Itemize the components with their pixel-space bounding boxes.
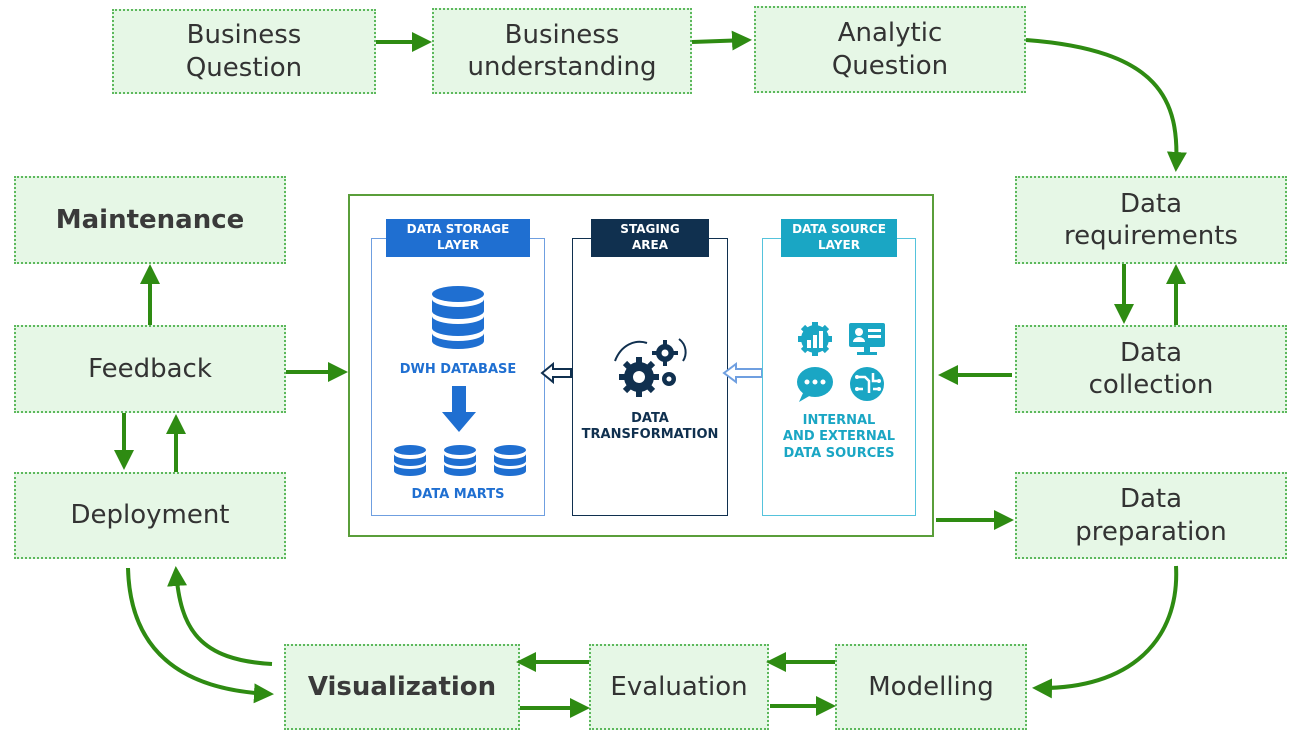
chat-bubble-icon xyxy=(797,367,833,402)
data-warehouse-panel: DATA STORAGE LAYER DWH DATABASE xyxy=(348,194,934,537)
hollow-left-arrow-icon-2 xyxy=(722,362,763,384)
maintenance-box: Maintenance xyxy=(14,176,286,264)
analytics-gear-icon xyxy=(798,322,832,356)
data-preparation-box: Data preparation xyxy=(1015,472,1287,559)
arrow-bu-aq xyxy=(691,30,752,51)
business-question-box: Business Question xyxy=(112,9,376,94)
arrow-dep-vis xyxy=(126,567,274,704)
business-understanding-box: Business understanding xyxy=(432,8,692,94)
deployment-box: Deployment xyxy=(14,472,286,559)
data-transformation-label: DATA TRANSFORMATION xyxy=(581,411,719,443)
feedback-box: Feedback xyxy=(14,325,286,413)
dwh-database-label: DWH DATABASE xyxy=(399,362,517,377)
internal-external-sources-label: INTERNAL AND EXTERNAL DATA SOURCES xyxy=(782,413,896,461)
arrow-aq-dr xyxy=(1025,38,1187,172)
arrow-dp-mod xyxy=(1032,565,1179,699)
storage-layer-header: DATA STORAGE LAYER xyxy=(386,219,530,257)
data-mart-icon xyxy=(394,445,526,476)
circuit-icon xyxy=(850,367,884,401)
staging-area-column: STAGING AREA DATA TRANSFORMATION xyxy=(572,219,728,516)
evaluation-box: Evaluation xyxy=(589,644,769,730)
hollow-left-arrow-icon xyxy=(540,362,572,384)
data-source-column: DATA SOURCE LAYER xyxy=(762,219,916,516)
profile-card-icon xyxy=(849,323,885,355)
data-requirements-box: Data requirements xyxy=(1015,176,1287,264)
arrow-vis-dep xyxy=(167,566,273,666)
gears-icon xyxy=(614,338,687,397)
down-arrow-icon xyxy=(442,386,476,432)
analytic-question-box: Analytic Question xyxy=(754,6,1026,93)
data-source-header: DATA SOURCE LAYER xyxy=(781,219,897,257)
visualization-box: Visualization xyxy=(284,644,520,730)
data-collection-box: Data collection xyxy=(1015,325,1287,413)
storage-layer-column: DATA STORAGE LAYER DWH DATABASE xyxy=(371,219,545,516)
staging-area-header: STAGING AREA xyxy=(591,219,709,257)
modelling-box: Modelling xyxy=(835,644,1027,730)
data-marts-label: DATA MARTS xyxy=(411,487,505,502)
database-icon xyxy=(432,286,484,349)
